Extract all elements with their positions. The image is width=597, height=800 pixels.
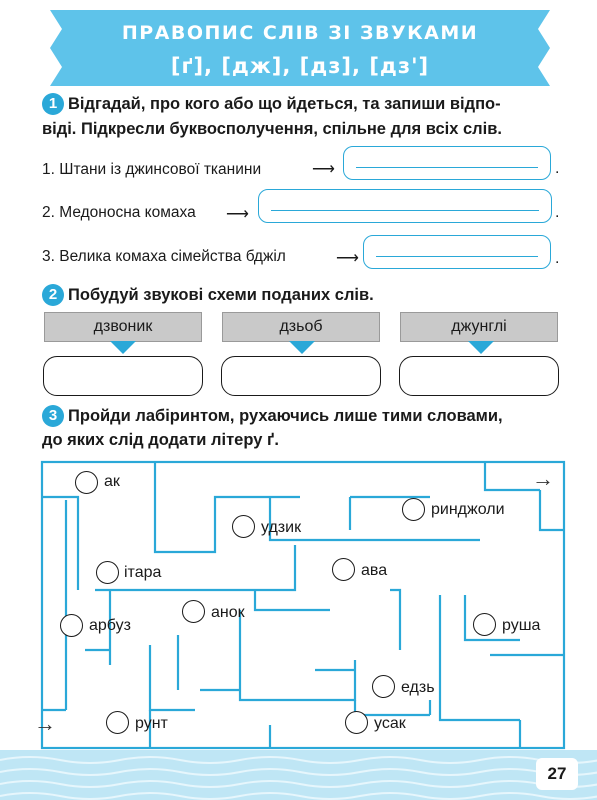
letter-circle[interactable] (372, 675, 395, 698)
task-1-number: 1 (42, 93, 64, 115)
letter-circle[interactable] (232, 515, 255, 538)
pointer-triangle (110, 341, 136, 354)
period: . (555, 160, 560, 177)
maze-word-usak: усак (374, 715, 406, 732)
title-banner: ПРАВОПИС СЛІВ ЗІ ЗВУКАМИ [ґ], [дж], [дз]… (50, 10, 550, 86)
answer-field-3[interactable] (363, 235, 551, 269)
task-3-number: 3 (42, 405, 64, 427)
pointer-triangle (468, 341, 494, 354)
letter-circle[interactable] (402, 498, 425, 521)
footer-wave-band (0, 750, 597, 800)
sound-scheme-box-2[interactable] (221, 356, 381, 396)
page-number: 27 (536, 758, 578, 790)
task-2-instruction: Побудуй звукові схеми поданих слів. (68, 286, 374, 304)
task-3-instruction-line1: Пройди лабіринтом, рухаючись лише тими с… (68, 407, 503, 425)
pointer-triangle (289, 341, 315, 354)
maze-word-anok: анок (211, 604, 245, 621)
period: . (555, 250, 560, 267)
maze-word-arbuz: арбуз (89, 617, 131, 634)
arrow-icon: ⟶ (226, 206, 249, 223)
word-label-dzhunhli: джунглі (400, 312, 558, 342)
letter-circle[interactable] (75, 471, 98, 494)
letter-circle[interactable] (60, 614, 83, 637)
banner-shape (50, 10, 550, 86)
question-3: 3. Велика комаха сімейства бджіл (42, 248, 286, 265)
maze-word-runt: рунт (135, 715, 168, 732)
letter-circle[interactable] (332, 558, 355, 581)
word-label-dzyob: дзьоб (222, 312, 380, 342)
word-label-dzvonyk: дзвоник (44, 312, 202, 342)
maze-word-ak: ак (104, 473, 120, 490)
task-1-instruction-line2: віді. Підкресли буквосполучення, спільне… (42, 120, 502, 138)
task-3-instruction-line2: до яких слід додати літеру ґ. (42, 431, 279, 449)
task-1-instruction-line1: Відгадай, про кого або що йдеться, та за… (68, 95, 501, 113)
maze-word-udzyk: удзик (261, 519, 302, 536)
maze-word-rindzholy: ринджоли (431, 501, 505, 518)
letter-circle[interactable] (473, 613, 496, 636)
sound-scheme-box-1[interactable] (43, 356, 203, 396)
letter-circle[interactable] (106, 711, 129, 734)
sound-scheme-box-3[interactable] (399, 356, 559, 396)
answer-field-2[interactable] (258, 189, 552, 223)
letter-circle[interactable] (96, 561, 119, 584)
letter-circle[interactable] (182, 600, 205, 623)
maze-word-itara: ітара (124, 564, 162, 581)
maze-word-ava: ава (361, 562, 388, 579)
answer-field-1[interactable] (343, 146, 551, 180)
maze-word-edz: едзь (401, 679, 435, 696)
maze-entry-arrow: → (34, 711, 56, 736)
task-2-number: 2 (42, 284, 64, 306)
sounds-subtitle: [ґ], [дж], [дз], [дз'] (170, 54, 430, 78)
letter-circle[interactable] (345, 711, 368, 734)
question-2: 2. Медоносна комаха (42, 204, 196, 221)
question-1: 1. Штани із джинсової тканини (42, 161, 262, 178)
page-title: ПРАВОПИС СЛІВ ЗІ ЗВУКАМИ (121, 22, 479, 44)
period: . (555, 204, 560, 221)
maze-exit-arrow: → (532, 466, 554, 491)
maze-word-rusha: руша (502, 617, 541, 634)
arrow-icon: ⟶ (336, 250, 359, 267)
arrow-icon: ⟶ (312, 161, 335, 178)
